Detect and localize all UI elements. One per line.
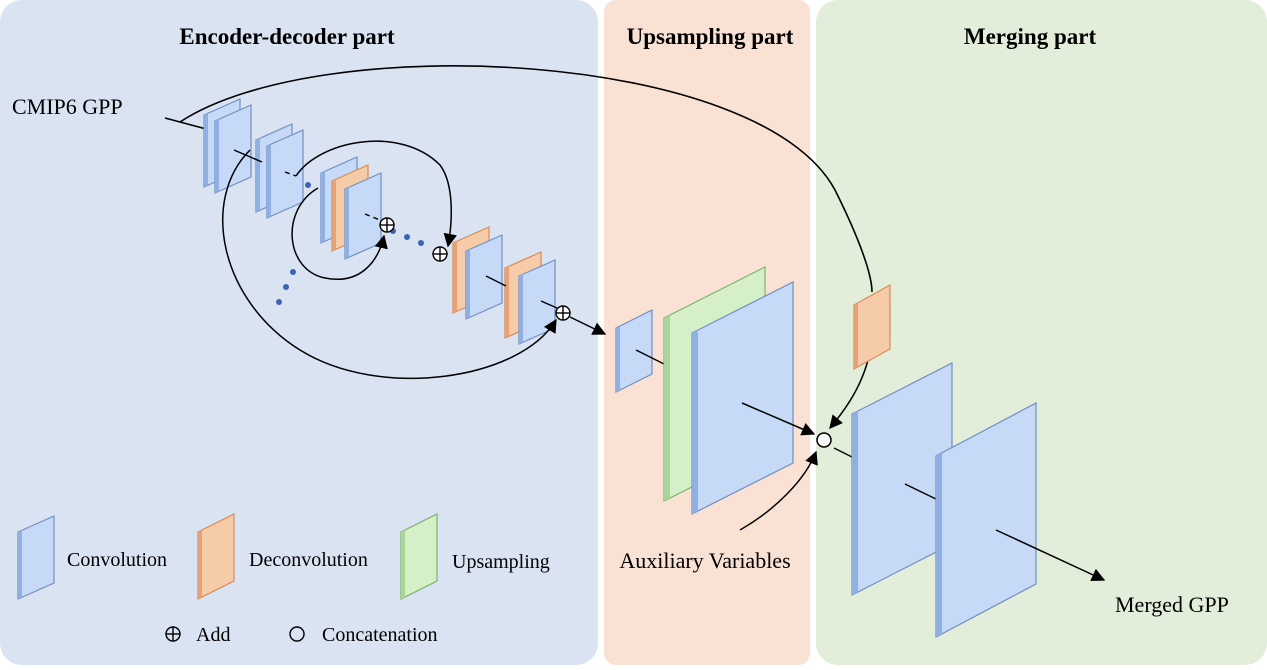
upsampling-title: Upsampling part (627, 24, 794, 49)
encoder-block-2 (255, 123, 304, 219)
merging-title: Merging part (964, 24, 1097, 49)
skip-arrow-outer (222, 149, 557, 380)
legend-convolution-swatch (17, 515, 55, 600)
skip-arrow-inner (291, 187, 388, 280)
legend-upsampling-label: Upsampling (452, 551, 550, 573)
legend-deconvolution-label: Deconvolution (249, 549, 368, 571)
input-connector (164, 117, 211, 131)
merging-deconv (853, 283, 891, 371)
merged-gpp-label: Merged GPP (1115, 592, 1229, 617)
legend-add-icon (165, 626, 181, 642)
add-operator-2 (432, 246, 448, 262)
legend-upsampling-swatch (400, 513, 438, 600)
encoder-flow-lines (233, 149, 558, 309)
merge-flow-line (904, 483, 939, 501)
output-arrow (995, 529, 1106, 582)
decoder-block-1 (452, 226, 503, 320)
concatenation-operator (816, 432, 832, 448)
add-operator-1 (379, 217, 395, 233)
legend: Convolution Deconvolution Upsampling Add… (17, 513, 550, 646)
encoder-decoder-title: Encoder-decoder part (179, 24, 395, 49)
to-upsampling-arrow (569, 316, 607, 335)
encoder-block-1 (203, 98, 252, 194)
long-skip-arrow (179, 65, 873, 293)
upsampling-flow-line (635, 349, 667, 366)
skip-arrow-middle (295, 140, 457, 248)
bottleneck-block (320, 156, 382, 260)
legend-convolution-label: Convolution (67, 549, 167, 571)
legend-deconvolution-swatch (197, 513, 235, 600)
upsampling-input-conv (615, 309, 653, 393)
concat-to-merge-line (833, 447, 853, 458)
legend-add-label: Add (196, 624, 230, 646)
auxiliary-to-concat-arrow (739, 450, 818, 531)
merging-conv-2 (935, 402, 1037, 638)
upsampling-output-conv (691, 281, 794, 515)
legend-concatenation-icon (289, 626, 305, 642)
decoder-block-2 (504, 251, 556, 345)
upsample-to-concat-arrow (741, 402, 816, 436)
encoder-decoder-panel (0, 0, 598, 665)
input-label: CMIP6 GPP (12, 94, 123, 119)
auxiliary-variables-label: Auxiliary Variables (619, 548, 790, 573)
legend-concatenation-label: Concatenation (322, 624, 438, 646)
add-operator-3 (555, 305, 571, 321)
